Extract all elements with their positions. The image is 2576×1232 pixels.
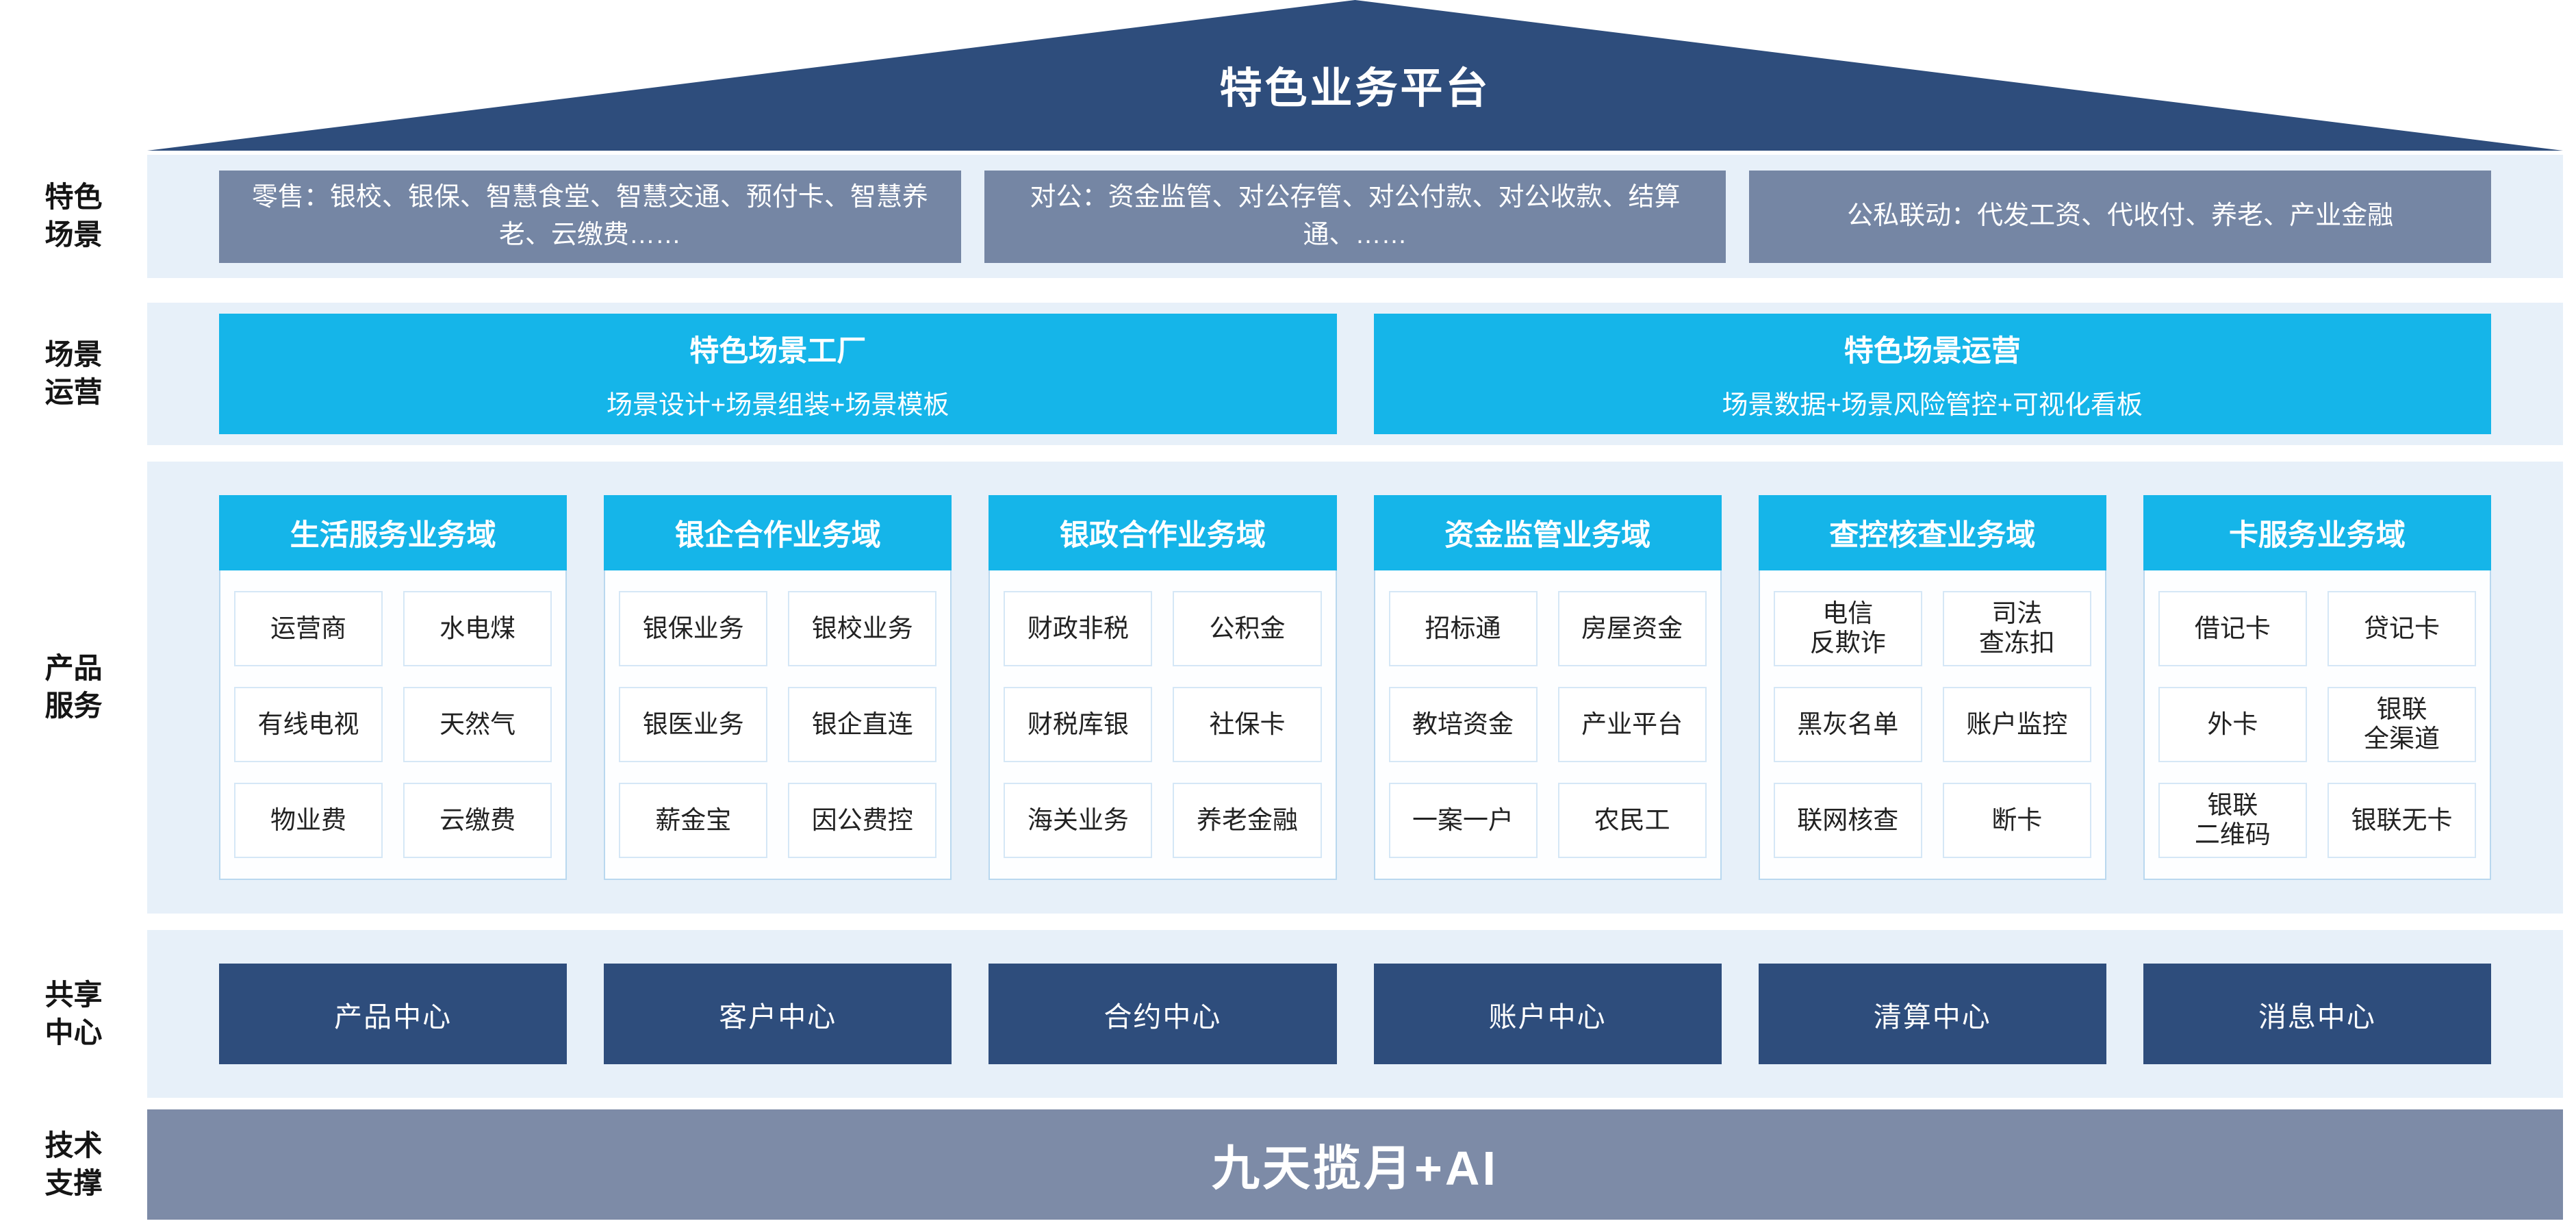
side-label-scenes: 特色 场景 bbox=[44, 181, 103, 251]
product-item: 外卡 bbox=[2158, 687, 2307, 762]
ops-factory-subtitle: 场景设计+场景组装+场景模板 bbox=[607, 390, 949, 420]
scene-band: 零售：银校、银保、智慧食堂、智慧交通、预付卡、智慧养老、云缴费…… 对公：资金监… bbox=[147, 155, 2563, 278]
product-item: 因公费控 bbox=[788, 783, 937, 858]
product-item: 云缴费 bbox=[403, 783, 552, 858]
product-column-body: 借记卡 贷记卡 外卡 银联 全渠道 银联 二维码 银联无卡 bbox=[2143, 570, 2492, 880]
shared-band: 产品中心 客户中心 合约中心 账户中心 清算中心 消息中心 bbox=[147, 930, 2563, 1098]
product-gutter: 产品 服务 bbox=[0, 462, 147, 914]
product-item: 薪金宝 bbox=[619, 783, 768, 858]
tech-platform-label: 九天揽月+AI bbox=[1212, 1142, 1499, 1195]
ops-operation-title: 特色场景运营 bbox=[1844, 334, 2021, 368]
shared-gutter: 共享 中心 bbox=[0, 930, 147, 1098]
product-item: 有线电视 bbox=[234, 687, 383, 762]
product-column-title: 银企合作业务域 bbox=[604, 495, 952, 570]
product-row: 产品 服务 生活服务业务域 运营商 水电煤 有线电视 天然气 物业费 云缴费 银… bbox=[0, 462, 2576, 914]
ops-band: 特色场景工厂 场景设计+场景组装+场景模板 特色场景运营 场景数据+场景风险管控… bbox=[147, 303, 2563, 445]
product-item: 房屋资金 bbox=[1557, 591, 1707, 666]
roof-gutter bbox=[0, 0, 147, 151]
product-item: 银联无卡 bbox=[2327, 783, 2477, 858]
side-label-shared: 共享 中心 bbox=[44, 978, 103, 1048]
product-item: 水电煤 bbox=[403, 591, 552, 666]
product-column-body: 银保业务 银校业务 银医业务 银企直连 薪金宝 因公费控 bbox=[604, 570, 952, 880]
product-column-body: 运营商 水电煤 有线电视 天然气 物业费 云缴费 bbox=[219, 570, 568, 880]
product-column-card-services: 卡服务业务域 借记卡 贷记卡 外卡 银联 全渠道 银联 二维码 银联无卡 bbox=[2143, 495, 2492, 880]
product-band: 生活服务业务域 运营商 水电煤 有线电视 天然气 物业费 云缴费 银企合作业务域… bbox=[147, 462, 2563, 914]
tech-band: 九天揽月+AI bbox=[147, 1109, 2563, 1220]
product-item: 社保卡 bbox=[1173, 687, 1322, 762]
product-item: 司法 查冻扣 bbox=[1942, 591, 2091, 666]
product-item: 招标通 bbox=[1388, 591, 1538, 666]
product-item: 银联 二维码 bbox=[2158, 783, 2307, 858]
product-item: 产业平台 bbox=[1557, 687, 1707, 762]
shared-center-account: 账户中心 bbox=[1373, 964, 1722, 1064]
product-item: 一案一户 bbox=[1388, 783, 1538, 858]
product-column-body: 招标通 房屋资金 教培资金 产业平台 一案一户 农民工 bbox=[1373, 570, 1722, 880]
product-item: 电信 反欺诈 bbox=[1773, 591, 1922, 666]
product-column-title: 生活服务业务域 bbox=[219, 495, 568, 570]
product-item: 断卡 bbox=[1942, 783, 2091, 858]
product-item: 物业费 bbox=[234, 783, 383, 858]
product-item: 借记卡 bbox=[2158, 591, 2307, 666]
ops-box-factory: 特色场景工厂 场景设计+场景组装+场景模板 bbox=[219, 314, 1337, 434]
ops-box-operation: 特色场景运营 场景数据+场景风险管控+可视化看板 bbox=[1373, 314, 2491, 434]
product-item: 银联 全渠道 bbox=[2327, 687, 2477, 762]
product-column-title: 资金监管业务域 bbox=[1373, 495, 1722, 570]
product-item: 银保业务 bbox=[619, 591, 768, 666]
ops-row: 场景 运营 特色场景工厂 场景设计+场景组装+场景模板 特色场景运营 场景数据+… bbox=[0, 303, 2576, 445]
product-item: 黑灰名单 bbox=[1773, 687, 1922, 762]
product-column-bank-government: 银政合作业务域 财政非税 公积金 财税库银 社保卡 海关业务 养老金融 bbox=[989, 495, 1337, 880]
product-item: 联网核查 bbox=[1773, 783, 1922, 858]
product-column-title: 卡服务业务域 bbox=[2143, 495, 2492, 570]
product-item: 养老金融 bbox=[1173, 783, 1322, 858]
product-item: 银校业务 bbox=[788, 591, 937, 666]
product-column-fund-supervision: 资金监管业务域 招标通 房屋资金 教培资金 产业平台 一案一户 农民工 bbox=[1373, 495, 1722, 880]
product-item: 财政非税 bbox=[1004, 591, 1153, 666]
shared-center-product: 产品中心 bbox=[219, 964, 568, 1064]
shared-center-clearing: 清算中心 bbox=[1758, 964, 2106, 1064]
ops-gutter: 场景 运营 bbox=[0, 303, 147, 445]
scene-row: 特色 场景 零售：银校、银保、智慧食堂、智慧交通、预付卡、智慧养老、云缴费…… … bbox=[0, 155, 2576, 278]
tech-row: 技术 支撑 九天揽月+AI bbox=[0, 1109, 2576, 1220]
product-item: 教培资金 bbox=[1388, 687, 1538, 762]
shared-center-contract: 合约中心 bbox=[989, 964, 1337, 1064]
product-column-body: 电信 反欺诈 司法 查冻扣 黑灰名单 账户监控 联网核查 断卡 bbox=[1758, 570, 2106, 880]
product-column-title: 银政合作业务域 bbox=[989, 495, 1337, 570]
roof-area: 特色业务平台 bbox=[147, 0, 2563, 151]
product-item: 公积金 bbox=[1173, 591, 1322, 666]
tech-gutter: 技术 支撑 bbox=[0, 1109, 147, 1220]
product-item: 账户监控 bbox=[1942, 687, 2091, 762]
side-label-products: 产品 服务 bbox=[44, 652, 103, 722]
product-item: 贷记卡 bbox=[2327, 591, 2477, 666]
product-column-bank-enterprise: 银企合作业务域 银保业务 银校业务 银医业务 银企直连 薪金宝 因公费控 bbox=[604, 495, 952, 880]
shared-center-customer: 客户中心 bbox=[604, 964, 952, 1064]
product-column-life-services: 生活服务业务域 运营商 水电煤 有线电视 天然气 物业费 云缴费 bbox=[219, 495, 568, 880]
scene-box-retail: 零售：银校、银保、智慧食堂、智慧交通、预付卡、智慧养老、云缴费…… bbox=[219, 170, 961, 263]
shared-center-message: 消息中心 bbox=[2143, 964, 2492, 1064]
page-title: 特色业务平台 bbox=[1219, 65, 1491, 112]
shared-row: 共享 中心 产品中心 客户中心 合约中心 账户中心 清算中心 消息中心 bbox=[0, 930, 2576, 1098]
product-item: 银医业务 bbox=[619, 687, 768, 762]
product-item: 农民工 bbox=[1557, 783, 1707, 858]
product-item: 天然气 bbox=[403, 687, 552, 762]
ops-factory-title: 特色场景工厂 bbox=[689, 334, 867, 368]
product-item: 运营商 bbox=[234, 591, 383, 666]
side-label-ops: 场景 运营 bbox=[44, 338, 103, 408]
roof-row: 特色业务平台 bbox=[0, 0, 2576, 151]
product-item: 财税库银 bbox=[1004, 687, 1153, 762]
product-column-body: 财政非税 公积金 财税库银 社保卡 海关业务 养老金融 bbox=[989, 570, 1337, 880]
product-item: 海关业务 bbox=[1004, 783, 1153, 858]
side-label-tech: 技术 支撑 bbox=[44, 1129, 103, 1199]
scene-box-corporate: 对公：资金监管、对公存管、对公付款、对公收款、结算通、…… bbox=[984, 170, 1726, 263]
product-column-inspection: 查控核查业务域 电信 反欺诈 司法 查冻扣 黑灰名单 账户监控 联网核查 断卡 bbox=[1758, 495, 2106, 880]
product-column-title: 查控核查业务域 bbox=[1758, 495, 2106, 570]
ops-operation-subtitle: 场景数据+场景风险管控+可视化看板 bbox=[1722, 390, 2143, 420]
scene-box-public-private: 公私联动：代发工资、代收付、养老、产业金融 bbox=[1749, 170, 2492, 263]
scene-gutter: 特色 场景 bbox=[0, 155, 147, 278]
product-item: 银企直连 bbox=[788, 687, 937, 762]
